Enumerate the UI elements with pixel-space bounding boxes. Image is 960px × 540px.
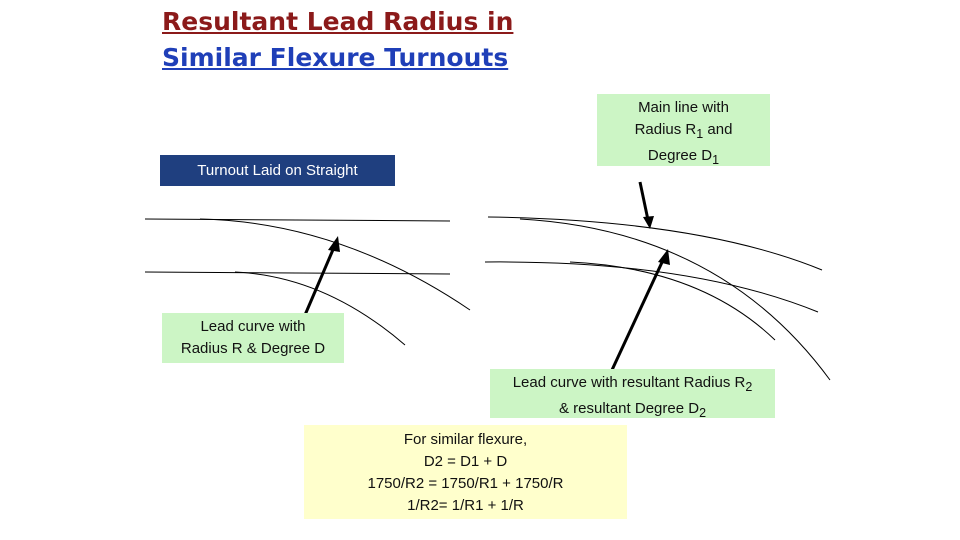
lead-curve-callout: Lead curve with Radius R & Degree D <box>162 313 344 363</box>
resultant-text-1: Lead curve with resultant Radius R2 <box>512 374 753 394</box>
right-lead-curve-inner <box>569 261 776 341</box>
formula-line-4: 1/R2= 1/R1 + 1/R <box>407 497 524 514</box>
main-line-text-1: Main line with <box>638 99 729 116</box>
lead-curve-arrow-head <box>328 236 340 252</box>
formula-box: For similar flexure, D2 = D1 + D 1750/R2… <box>304 425 627 519</box>
lead-curve-text-2: Radius R & Degree D <box>180 340 326 357</box>
main-line-arrow-head <box>643 216 654 229</box>
main-line-callout: Main line with Radius R1 and Degree D1 <box>597 94 770 167</box>
formula-line-1: For similar flexure, <box>403 431 528 448</box>
right-lead-curve-outer <box>519 218 831 381</box>
resultant-curve-callout: Lead curve with resultant Radius R2 & re… <box>490 369 775 420</box>
lead-curve-arrow <box>303 244 337 316</box>
resultant-arrow-head <box>658 249 670 265</box>
curved-main-rail-bottom <box>484 261 819 313</box>
straight-main-rail-top <box>144 218 451 222</box>
slide-title: Resultant Lead Radius in Similar Flexure… <box>162 4 513 76</box>
left-lead-curve-inner <box>234 271 406 346</box>
resultant-text-2: & resultant Degree D2 <box>558 400 707 420</box>
resultant-arrow <box>610 257 666 371</box>
curved-main-rail-top <box>487 216 823 271</box>
left-lead-curve-outer <box>199 218 471 311</box>
title-line-2: Similar Flexure Turnouts <box>162 43 509 72</box>
straight-turnout-label: Turnout Laid on Straight <box>160 155 395 186</box>
formula-line-3: 1750/R2 = 1750/R1 + 1750/R <box>367 475 564 492</box>
straight-main-rail-bottom <box>144 271 451 275</box>
main-line-arrow <box>638 181 650 221</box>
lead-curve-text-1: Lead curve with <box>200 318 306 335</box>
main-line-text-2: Radius R1 and <box>634 121 733 141</box>
formula-line-2: D2 = D1 + D <box>423 453 508 470</box>
main-line-text-3: Degree D1 <box>647 147 720 167</box>
title-line-1: Resultant Lead Radius in <box>162 7 514 36</box>
